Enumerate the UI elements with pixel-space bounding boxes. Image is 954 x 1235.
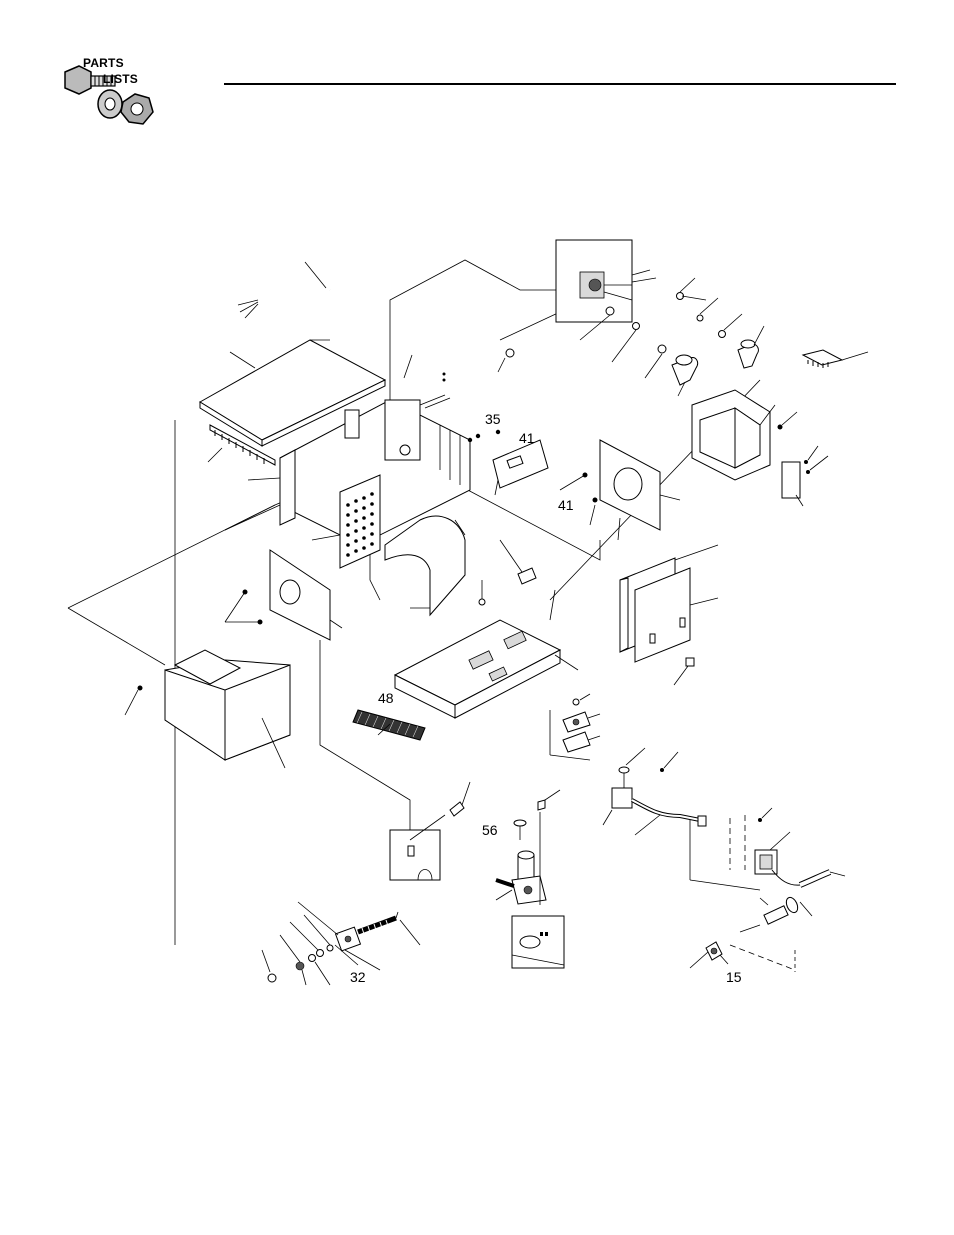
callout-41-lower: 41	[558, 497, 574, 513]
base-pan-part	[395, 620, 578, 718]
transformer-part	[755, 808, 845, 885]
callout-41-upper: 41	[519, 430, 535, 446]
right-divider-panel-part	[560, 440, 680, 540]
regulator-tube-assembly	[603, 748, 760, 890]
lower-plate-inset	[390, 782, 470, 880]
callout-48: 48	[378, 690, 394, 706]
gas-valve-assembly	[496, 790, 564, 968]
filter-mesh-part	[353, 710, 425, 740]
air-duct-part	[385, 516, 465, 615]
mounting-bracket-part	[468, 430, 548, 495]
insulation-panels-part	[620, 545, 718, 685]
callout-35: 35	[485, 411, 501, 427]
elbow-fittings	[672, 326, 764, 396]
callout-15: 15	[726, 969, 742, 985]
control-box-part	[692, 390, 828, 506]
callout-32: 32	[350, 969, 366, 985]
connector-detail-inset	[556, 240, 632, 322]
screws-mid	[479, 540, 536, 605]
base-clips-part	[550, 694, 600, 760]
left-divider-panel-part	[225, 550, 342, 640]
igniter-part	[690, 896, 812, 972]
power-cord-part	[238, 262, 330, 318]
front-cover-part	[125, 650, 290, 768]
callout-56: 56	[482, 822, 498, 838]
small-louver-part	[803, 350, 868, 368]
spring-valve-assembly	[262, 902, 420, 985]
